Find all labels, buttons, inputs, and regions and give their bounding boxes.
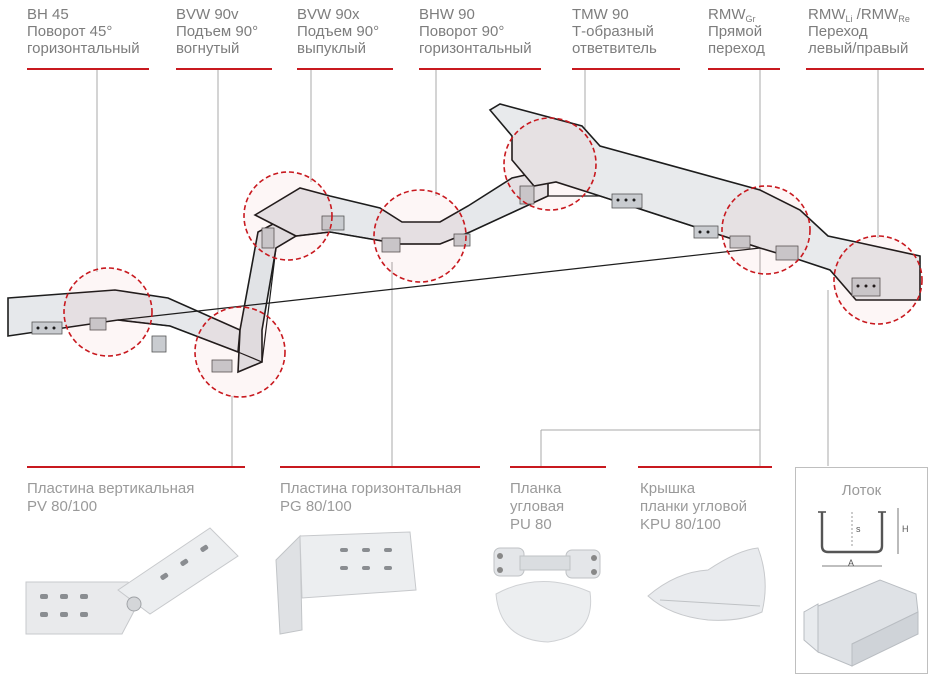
label-rmwlire-bar <box>806 68 924 70</box>
label-bvw90v: BVW 90v Подъем 90° вогнутый <box>176 6 258 57</box>
label-rmwlire: RMWLi /RMWRe Переход левый/правый <box>808 6 910 57</box>
lotok-box: Лоток <box>795 467 928 674</box>
label-rmwgr-code-sub: Gr <box>745 14 756 24</box>
label-tmw90: TMW 90 Т-образный ответвитель <box>572 6 657 57</box>
highlight-rmwgr <box>721 185 811 275</box>
label-pv-line2: PV 80/100 <box>27 498 98 515</box>
lotok-drawing <box>818 508 899 567</box>
label-bh45-line1: Поворот 45° <box>27 23 113 40</box>
label-pu: Планка угловая PU 80 <box>510 480 564 534</box>
label-kpu-line3: KPU 80/100 <box>640 516 721 533</box>
pv-bar <box>27 466 245 468</box>
label-tmw90-line1: Т-образный <box>572 23 654 40</box>
label-bvw90v-code: BVW 90v <box>176 6 239 23</box>
kpu-cover-image <box>647 547 766 621</box>
label-rmwlire-code-sub: Li <box>845 14 853 24</box>
label-bvw90x-bar <box>297 68 393 70</box>
label-bvw90x-code: BVW 90x <box>297 6 360 23</box>
label-tmw90-line2: ответвитель <box>572 40 657 57</box>
highlight-bvw90x <box>243 171 333 261</box>
label-tmw90-code: TMW 90 <box>572 6 629 23</box>
lotok-dim-a: A <box>848 558 855 568</box>
label-pg-line2: PG 80/100 <box>280 498 352 515</box>
label-rmwgr-line1: Прямой <box>708 23 763 40</box>
label-rmwgr-code-main: RMW <box>708 6 746 23</box>
leader-lines <box>96 70 879 466</box>
pg-bar <box>280 466 480 468</box>
label-kpu: Крышка планки угловой KPU 80/100 <box>640 480 747 534</box>
label-pv: Пластина вертикальная PV 80/100 <box>27 480 194 516</box>
label-rmwlire-line1: Переход <box>808 23 868 40</box>
label-bvw90v-line2: вогнутый <box>176 40 240 57</box>
label-bh45-code: BH 45 <box>27 6 69 23</box>
label-bh45: BH 45 Поворот 45° горизонтальный <box>27 6 140 57</box>
lotok-dim-s: s <box>856 524 861 534</box>
label-rmwlire-code-mid: /RMW <box>852 6 899 23</box>
label-pu-line1: Планка <box>510 480 562 497</box>
label-pg-line1: Пластина горизонтальная <box>280 480 462 497</box>
kpu-bar <box>638 466 772 468</box>
highlight-tmw90 <box>503 117 597 211</box>
connector-plates <box>31 185 881 373</box>
highlight-rmwlire <box>833 235 923 325</box>
lotok-dim-h: H <box>902 524 909 534</box>
tray-floor <box>117 195 761 363</box>
label-bvw90v-line1: Подъем 90° <box>176 23 259 40</box>
label-rmwlire-code-main: RMW <box>808 6 846 23</box>
label-rmwlire-code: RMWLi /RMWRe <box>808 6 910 24</box>
label-bhw90-bar <box>419 68 541 70</box>
highlight-bhw90 <box>373 189 467 283</box>
highlight-circles <box>63 117 923 398</box>
label-rmwgr-bar <box>708 68 780 70</box>
label-tmw90-bar <box>572 68 680 70</box>
label-bh45-bar <box>27 68 149 70</box>
label-bvw90x: BVW 90x Подъем 90° выпуклый <box>297 6 379 57</box>
pg-plate-image <box>275 531 417 635</box>
plate-holes <box>36 198 876 330</box>
label-rmwgr-line2: переход <box>708 40 765 57</box>
lotok-tray-image <box>803 579 919 667</box>
pv-plate-image <box>25 527 239 635</box>
label-bhw90-line2: горизонтальный <box>419 40 532 57</box>
label-rmwlire-line2: левый/правый <box>808 40 909 57</box>
lotok-title: Лоток <box>841 482 882 499</box>
highlight-bh45 <box>63 267 153 357</box>
label-bh45-line2: горизонтальный <box>27 40 140 57</box>
pu-bar <box>510 466 606 468</box>
highlight-bvw90v <box>194 306 286 398</box>
label-kpu-line2: планки угловой <box>640 498 748 515</box>
label-pu-line3: PU 80 <box>510 516 552 533</box>
label-bvw90x-line2: выпуклый <box>297 40 367 57</box>
label-rmwlire-code-sub2: Re <box>898 14 910 24</box>
label-pv-line1: Пластина вертикальная <box>27 480 195 497</box>
label-bhw90-code: BHW 90 <box>419 6 475 23</box>
label-bvw90x-line1: Подъем 90° <box>297 23 380 40</box>
pu-part-image <box>493 547 601 643</box>
label-rmwgr: RMWGr Прямой переход <box>708 6 765 57</box>
label-bhw90-line1: Поворот 90° <box>419 23 505 40</box>
cable-tray-run <box>7 103 921 374</box>
label-kpu-line1: Крышка <box>640 480 696 497</box>
tray-segment-3 <box>488 103 921 301</box>
label-bhw90: BHW 90 Поворот 90° горизонтальный <box>419 6 532 57</box>
label-pg: Пластина горизонтальная PG 80/100 <box>280 480 461 516</box>
label-pu-line2: угловая <box>510 498 565 515</box>
label-bvw90v-bar <box>176 68 272 70</box>
label-rmwgr-code: RMWGr <box>708 6 765 24</box>
